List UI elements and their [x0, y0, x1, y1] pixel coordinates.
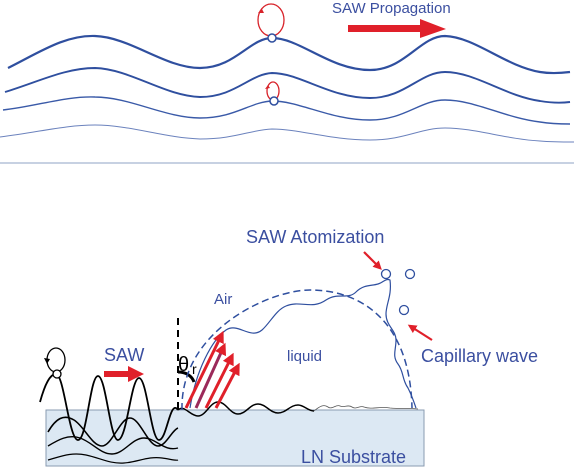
droplet-3 [398, 304, 410, 316]
saw-particle [52, 369, 62, 379]
capillary-pointer [407, 324, 433, 341]
saw-wave-4 [47, 453, 179, 464]
propagation-arrow [348, 19, 446, 38]
orbit-arrow-lower [265, 85, 270, 89]
top-panel: SAW Propagation [0, 0, 574, 164]
radiation-arrow-2 [194, 342, 227, 409]
saw-orbit-arrow [44, 358, 50, 364]
particle-lower [269, 96, 279, 106]
liquid-surface [189, 278, 417, 409]
wave-layer-1 [7, 34, 571, 75]
saw-particle-orbit [46, 347, 66, 373]
particle-orbit-upper [257, 3, 285, 37]
atomization-label: SAW Atomization [246, 227, 384, 247]
leaky-saw-wave [177, 401, 315, 417]
particle-upper [267, 33, 277, 43]
radiation-arrow-4 [214, 362, 240, 409]
wave-layer-2 [4, 67, 571, 104]
radiation-arrow-3 [204, 352, 234, 409]
air-label: Air [214, 291, 232, 308]
propagation-label: SAW Propagation [332, 0, 451, 17]
saw-direction-arrow [104, 366, 144, 382]
wave-layer-4 [0, 124, 574, 143]
droplet-1 [380, 268, 392, 280]
rayleigh-angle-symbol: θ [178, 354, 189, 376]
droplet-2 [404, 268, 416, 280]
ln-substrate [45, 409, 425, 467]
saw-wave-2 [47, 416, 179, 447]
liquid-label: liquid [287, 348, 322, 365]
saw-label: SAW [104, 345, 144, 365]
rayleigh-angle-subscript: r [192, 361, 197, 377]
leaky-saw-wave-tail [313, 405, 419, 412]
orbit-arrow-upper [258, 9, 264, 13]
atomization-pointer [363, 251, 382, 270]
saw-wave-3 [47, 436, 179, 455]
substrate-label: LN Substrate [301, 447, 406, 467]
saw-wave-top [39, 373, 179, 441]
bottom-panel: LN Substrate SAW θ r [39, 227, 538, 467]
capillary-wave-label: Capillary wave [421, 346, 538, 366]
air-boundary [181, 289, 413, 411]
wave-layer-3 [2, 96, 571, 125]
